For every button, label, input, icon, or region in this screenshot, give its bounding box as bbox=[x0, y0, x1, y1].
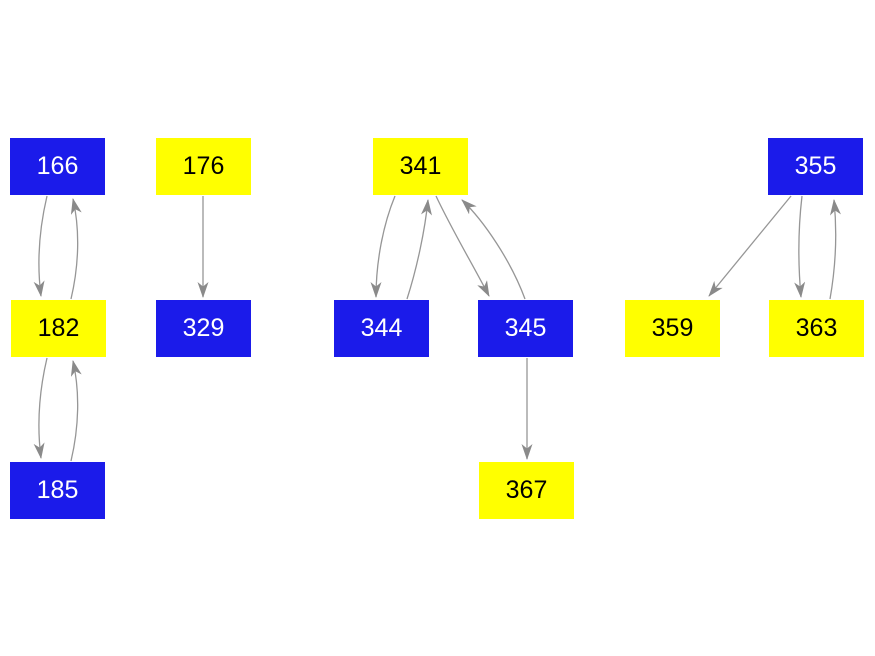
graph-node-label: 345 bbox=[504, 314, 547, 342]
graph-edge-355-359 bbox=[708, 195, 792, 297]
graph-edge-166-182 bbox=[33, 195, 48, 297]
graph-node-166: 166 bbox=[10, 138, 105, 195]
graph-node-363: 363 bbox=[769, 300, 864, 357]
graph-edge-363-355 bbox=[829, 199, 841, 300]
graph-node-label: 182 bbox=[37, 314, 80, 342]
graph-edge-341-345 bbox=[435, 195, 490, 297]
graph-node-355: 355 bbox=[768, 138, 863, 195]
graph-node-359: 359 bbox=[625, 300, 720, 357]
graph-node-label: 329 bbox=[182, 314, 225, 342]
graph-edge-355-363 bbox=[794, 195, 806, 298]
graph-node-label: 341 bbox=[399, 152, 442, 180]
graph-edge-182-185 bbox=[33, 357, 48, 459]
graph-edge-185-182 bbox=[70, 360, 82, 462]
graph-node-label: 166 bbox=[36, 152, 79, 180]
graph-node-label: 176 bbox=[182, 152, 225, 180]
graph-node-label: 367 bbox=[505, 476, 548, 504]
graph-node-329: 329 bbox=[156, 300, 251, 357]
graph-node-367: 367 bbox=[479, 462, 574, 519]
graph-node-341: 341 bbox=[373, 138, 468, 195]
graph-node-185: 185 bbox=[10, 462, 105, 519]
graph-edge-345-341 bbox=[461, 199, 526, 300]
graph-node-label: 185 bbox=[36, 476, 79, 504]
graph-node-182: 182 bbox=[11, 300, 106, 357]
graph-node-label: 344 bbox=[360, 314, 403, 342]
graph-node-label: 363 bbox=[795, 314, 838, 342]
graph-edge-182-166 bbox=[70, 198, 82, 300]
graph-edge-341-344 bbox=[370, 195, 396, 298]
graph-edge-344-341 bbox=[406, 199, 432, 300]
graph-node-176: 176 bbox=[156, 138, 251, 195]
graph-node-344: 344 bbox=[334, 300, 429, 357]
graph-node-label: 359 bbox=[651, 314, 694, 342]
graph-node-345: 345 bbox=[478, 300, 573, 357]
graph-node-label: 355 bbox=[794, 152, 837, 180]
